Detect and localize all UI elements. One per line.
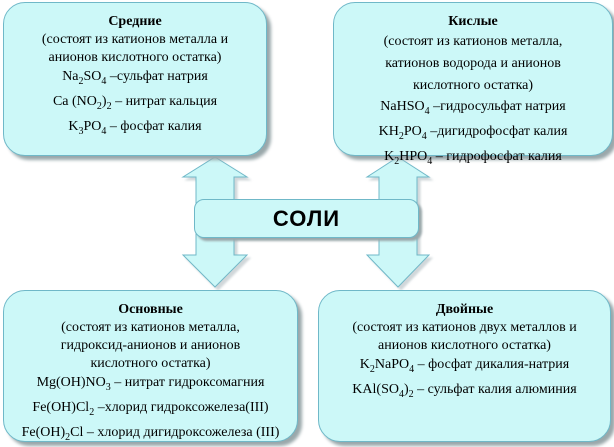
box-description-line: анионов кислотного остатка) — [48, 50, 222, 65]
example-item: KAl(SO4)2 – сульфат калия алюминия — [352, 381, 577, 400]
box-description-line: (состоят из катионов металла, — [383, 34, 563, 49]
example-item: KH2PO4 –дигидрофосфат калия — [378, 123, 568, 142]
salt-type-basic-box: Основные (состоят из катионов металла, г… — [3, 290, 298, 442]
salt-type-double-box: Двойные (состоят из катионов двух металл… — [318, 290, 611, 442]
example-item: Ca (NO2)2 – нитрат кальция — [52, 93, 218, 112]
example-item: K3PO4 – фосфат калия — [68, 118, 202, 137]
box-description-line: (состоят из катионов металла и — [41, 32, 229, 47]
box-description-line: гидроксид-анионов и анионов — [60, 338, 241, 353]
box-description-line: катионов водорода и анионов — [385, 56, 561, 71]
example-item: K2NaPO4 – фосфат дикалия-натрия — [359, 357, 570, 375]
box-title: Кислые — [448, 14, 498, 29]
box-description-line: (состоят из катионов двух металлов и — [352, 320, 577, 335]
example-item: Na2SO4 –сульфат натрия — [62, 69, 208, 87]
example-item: Fe(OH)Cl2 –хлорид гидроксожелеза(III) — [32, 399, 269, 418]
box-title: Основные — [118, 302, 183, 317]
box-description-line: анионов кислотного остатка) — [378, 338, 551, 353]
box-description-line: (состоят из катионов металла, — [61, 320, 240, 335]
salt-type-acid-box: Кислые (состоят из катионов металла, кат… — [333, 2, 613, 166]
example-item: NaHSO4 –гидросульфат натрия — [380, 99, 566, 117]
example-item: Mg(OH)NO3 – нитрат гидроксомагния — [36, 375, 265, 393]
center-label-salts: СОЛИ — [194, 199, 419, 238]
example-item: K2HPO4 – гидрофосфат калия — [384, 148, 562, 167]
example-item: Fe(OH)2Cl – хлорид дигидроксожелеза (III… — [21, 424, 280, 443]
box-description-line: кислотного остатка) — [90, 356, 211, 371]
box-description-line: кислотного остатка) — [412, 78, 534, 93]
salt-type-medium-box: Средние (состоят из катионов металла и а… — [3, 2, 267, 156]
box-title: Средние — [108, 14, 162, 29]
box-title: Двойные — [435, 302, 494, 317]
